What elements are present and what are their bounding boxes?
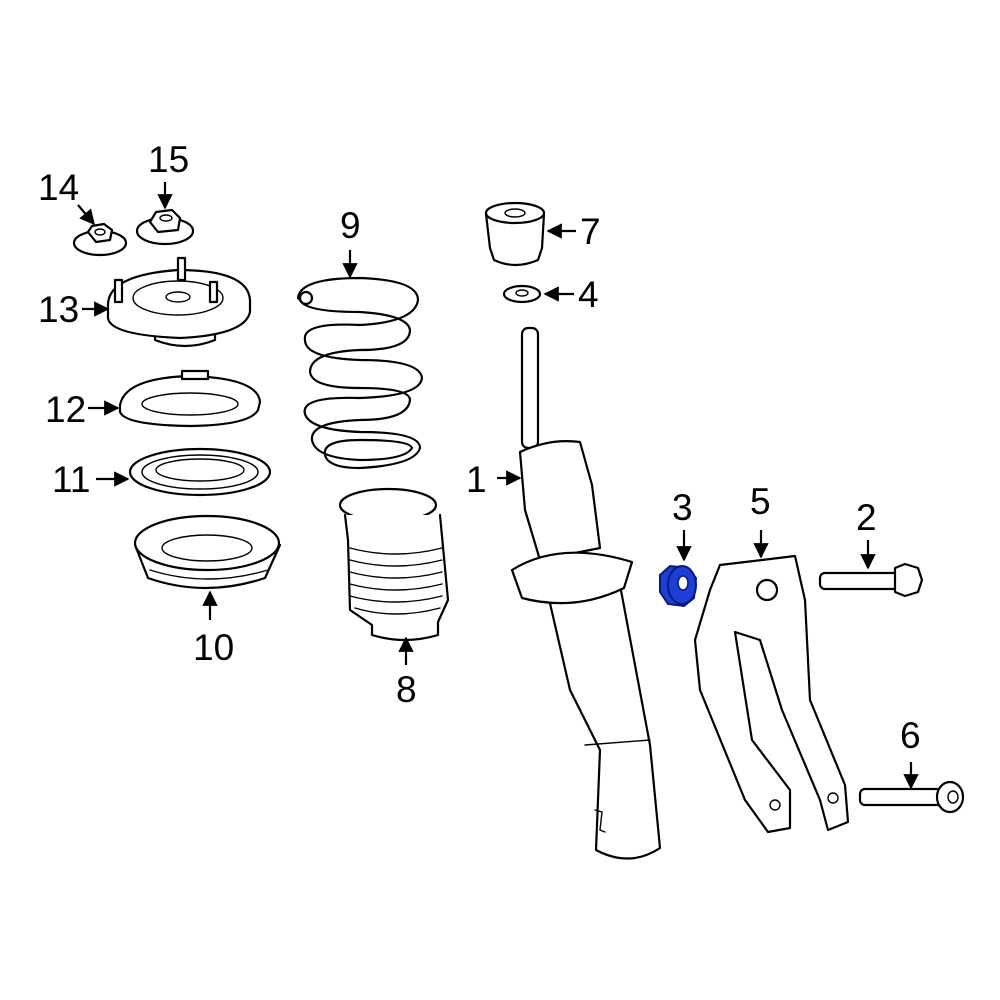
callout-labels: 1 2 3 4 5 6 7 8 9 10 11 12 13 14 15 [38, 139, 921, 756]
part-1-strut-assembly[interactable] [510, 326, 662, 860]
part-9-coil-spring[interactable] [296, 276, 424, 470]
part-7-jounce-bumper[interactable] [484, 201, 546, 267]
callout-1: 1 [466, 459, 487, 500]
callout-10: 10 [193, 627, 234, 668]
callout-13: 13 [38, 289, 79, 330]
callout-5: 5 [750, 481, 771, 522]
leader-lines [77, 182, 919, 790]
part-5-mounting-bracket[interactable] [693, 554, 850, 834]
part-2-bolt[interactable] [818, 562, 924, 598]
callout-12: 12 [45, 389, 86, 430]
part-11-spring-isolator[interactable] [128, 447, 272, 497]
part-3-flange-nut-highlighted[interactable] [659, 564, 698, 608]
callout-2: 2 [856, 497, 877, 538]
part-8-dust-boot[interactable] [338, 487, 450, 642]
part-13-strut-mount[interactable] [106, 256, 252, 348]
part-15-flange-nut[interactable] [135, 208, 195, 246]
part-10-lower-spring-seat[interactable] [133, 514, 282, 590]
callout-6: 6 [900, 715, 921, 756]
part-12-spring-pad-upper[interactable] [118, 369, 262, 428]
callout-7: 7 [580, 211, 601, 252]
callout-9: 9 [340, 205, 361, 246]
callout-14: 14 [38, 167, 79, 208]
callout-4: 4 [578, 274, 599, 315]
part-14-nut-washer[interactable] [72, 222, 128, 257]
callout-15: 15 [148, 139, 189, 180]
callout-11: 11 [52, 459, 90, 500]
callout-8: 8 [396, 669, 417, 710]
part-6-bolt[interactable] [858, 780, 965, 814]
part-4-washer[interactable] [502, 284, 542, 304]
callout-3: 3 [672, 487, 693, 528]
